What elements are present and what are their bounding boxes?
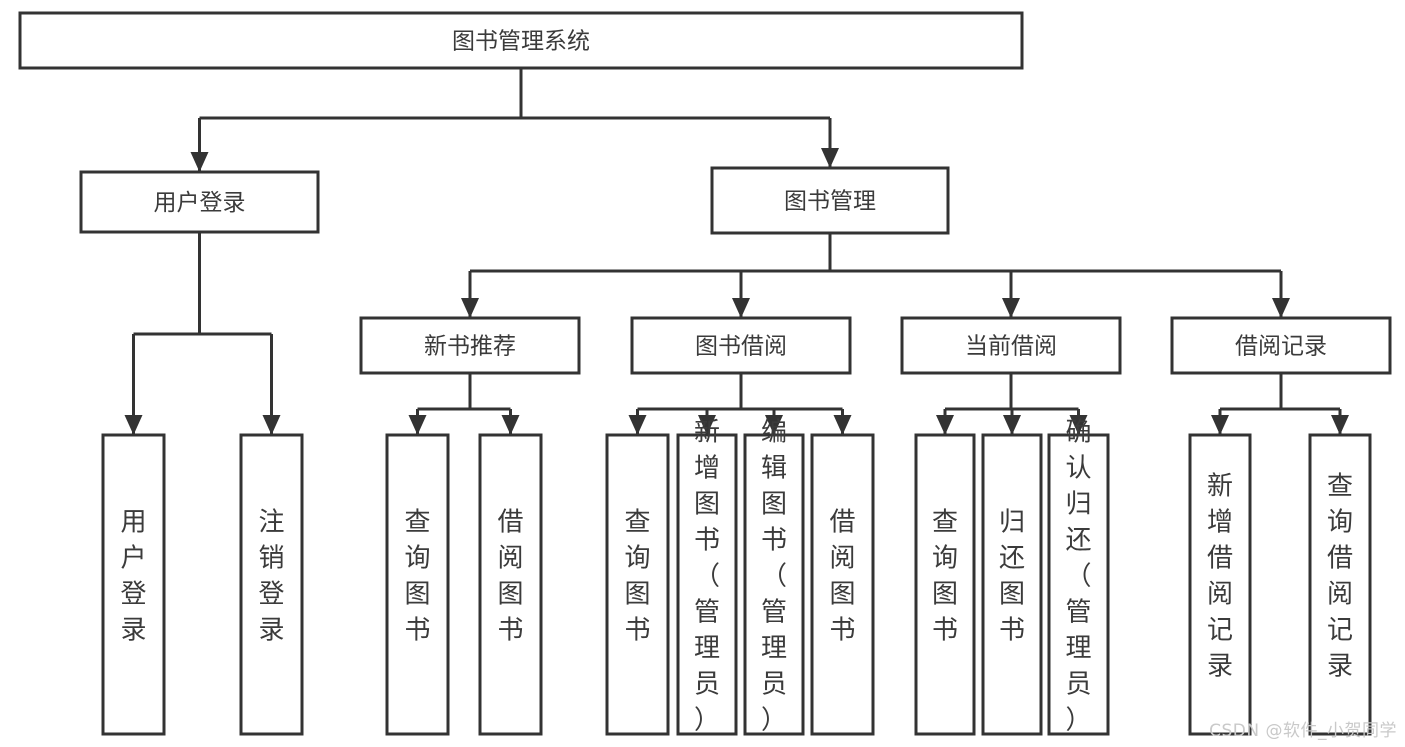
node-label-book-manage: 图书管理 xyxy=(784,189,876,215)
node-leaf-query-record[interactable]: 查询借阅记录 xyxy=(1308,433,1372,736)
node-leaf-query-book-1[interactable]: 查询图书 xyxy=(385,433,450,736)
arrow-head-icon xyxy=(765,415,783,435)
arrow-head-icon xyxy=(1002,298,1020,318)
node-box-leaf-query-record xyxy=(1308,433,1372,736)
node-leaf-query-book-2[interactable]: 查询图书 xyxy=(605,433,670,736)
node-box-leaf-query-book-3 xyxy=(914,433,976,736)
node-box-root xyxy=(18,11,1024,70)
node-new-book-recommend[interactable]: 新书推荐 xyxy=(359,316,581,375)
connectors-layer xyxy=(124,68,1349,435)
node-leaf-return-book[interactable]: 归还图书 xyxy=(981,433,1043,736)
node-leaf-borrow-book-2[interactable]: 借阅图书 xyxy=(810,433,875,736)
node-label-leaf-query-book-2: 查询图书 xyxy=(624,508,650,646)
watermark-label: CSDN @软件_小贺同学 xyxy=(1209,721,1397,741)
node-box-leaf-return-book xyxy=(981,433,1043,736)
connector-conn-root-to-level1 xyxy=(190,68,839,172)
node-user-login[interactable]: 用户登录 xyxy=(79,170,320,234)
connector-conn-bb-to-leaves xyxy=(628,373,852,435)
arrow-head-icon xyxy=(262,415,281,435)
node-box-borrow-record xyxy=(1170,316,1392,375)
node-box-leaf-confirm-return xyxy=(1047,433,1110,736)
arrow-head-icon xyxy=(190,152,209,172)
connector-conn-cb-to-leaves xyxy=(936,373,1088,435)
arrow-head-icon xyxy=(124,415,143,435)
arrow-head-icon xyxy=(1003,415,1021,435)
arrow-head-icon xyxy=(501,415,520,435)
node-box-book-manage xyxy=(710,166,950,235)
nodes-layer: 图书管理系统用户登录图书管理新书推荐图书借阅当前借阅借阅记录用户登录注销登录查询… xyxy=(18,11,1392,736)
arrow-head-icon xyxy=(1331,415,1349,435)
node-label-user-login: 用户登录 xyxy=(154,190,246,216)
node-label-current-borrow: 当前借阅 xyxy=(965,334,1057,360)
node-leaf-user-login[interactable]: 用户登录 xyxy=(101,433,166,736)
node-borrow-record[interactable]: 借阅记录 xyxy=(1170,316,1392,375)
node-leaf-confirm-return[interactable]: 确认归还（管理员） xyxy=(1047,418,1110,736)
node-box-leaf-edit-book xyxy=(743,433,805,736)
node-box-leaf-query-book-2 xyxy=(605,433,670,736)
node-book-manage[interactable]: 图书管理 xyxy=(710,166,950,235)
connector-conn-bm-to-level2 xyxy=(461,233,1290,318)
node-label-book-borrow: 图书借阅 xyxy=(695,334,787,360)
node-label-leaf-edit-book: 编辑图书（管理员） xyxy=(761,418,787,736)
arrow-head-icon xyxy=(821,148,839,168)
arrow-head-icon xyxy=(1272,298,1290,318)
node-label-borrow-record: 借阅记录 xyxy=(1235,334,1327,360)
node-leaf-edit-book[interactable]: 编辑图书（管理员） xyxy=(743,418,805,736)
node-label-leaf-return-book: 归还图书 xyxy=(999,508,1025,646)
node-label-leaf-query-record: 查询借阅记录 xyxy=(1327,472,1353,682)
node-box-leaf-user-login xyxy=(101,433,166,736)
node-leaf-user-logout[interactable]: 注销登录 xyxy=(239,433,304,736)
node-box-leaf-borrow-book-2 xyxy=(810,433,875,736)
arrow-head-icon xyxy=(628,415,647,435)
node-label-leaf-query-book-1: 查询图书 xyxy=(404,508,430,646)
arrow-head-icon xyxy=(833,415,852,435)
node-box-leaf-borrow-book-1 xyxy=(478,433,543,736)
node-label-leaf-confirm-return: 确认归还（管理员） xyxy=(1065,418,1091,736)
node-box-leaf-user-logout xyxy=(239,433,304,736)
node-box-leaf-query-book-1 xyxy=(385,433,450,736)
node-leaf-borrow-book-1[interactable]: 借阅图书 xyxy=(478,433,543,736)
node-box-book-borrow xyxy=(630,316,852,375)
node-leaf-add-record[interactable]: 新增借阅记录 xyxy=(1188,433,1252,736)
node-label-leaf-add-record: 新增借阅记录 xyxy=(1207,472,1233,682)
node-box-current-borrow xyxy=(900,316,1122,375)
connector-conn-ul-to-leaves xyxy=(124,232,281,435)
arrow-head-icon xyxy=(1211,415,1229,435)
arrow-head-icon xyxy=(461,298,479,318)
arrow-head-icon xyxy=(698,415,716,435)
node-leaf-add-book[interactable]: 新增图书（管理员） xyxy=(676,418,738,736)
node-label-leaf-query-book-3: 查询图书 xyxy=(932,508,958,646)
node-leaf-query-book-3[interactable]: 查询图书 xyxy=(914,433,976,736)
node-label-leaf-add-book: 新增图书（管理员） xyxy=(694,418,720,736)
node-root[interactable]: 图书管理系统 xyxy=(18,11,1024,70)
node-label-new-book-recommend: 新书推荐 xyxy=(424,334,516,360)
node-box-leaf-add-record xyxy=(1188,433,1252,736)
node-box-leaf-add-book xyxy=(676,433,738,736)
arrow-head-icon xyxy=(408,415,427,435)
arrow-head-icon xyxy=(936,415,954,435)
node-book-borrow[interactable]: 图书借阅 xyxy=(630,316,852,375)
node-label-leaf-borrow-book-1: 借阅图书 xyxy=(497,508,523,646)
arrow-head-icon xyxy=(732,298,750,318)
node-current-borrow[interactable]: 当前借阅 xyxy=(900,316,1122,375)
node-label-leaf-user-login: 用户登录 xyxy=(120,508,146,646)
node-label-leaf-borrow-book-2: 借阅图书 xyxy=(829,508,855,646)
node-box-new-book-recommend xyxy=(359,316,581,375)
connector-conn-br-to-leaves xyxy=(1211,373,1349,435)
node-label-root: 图书管理系统 xyxy=(452,29,590,55)
node-box-user-login xyxy=(79,170,320,234)
node-label-leaf-user-logout: 注销登录 xyxy=(258,508,284,646)
connector-conn-nbr-to-leaves xyxy=(408,373,520,435)
arrow-head-icon xyxy=(1069,415,1088,435)
